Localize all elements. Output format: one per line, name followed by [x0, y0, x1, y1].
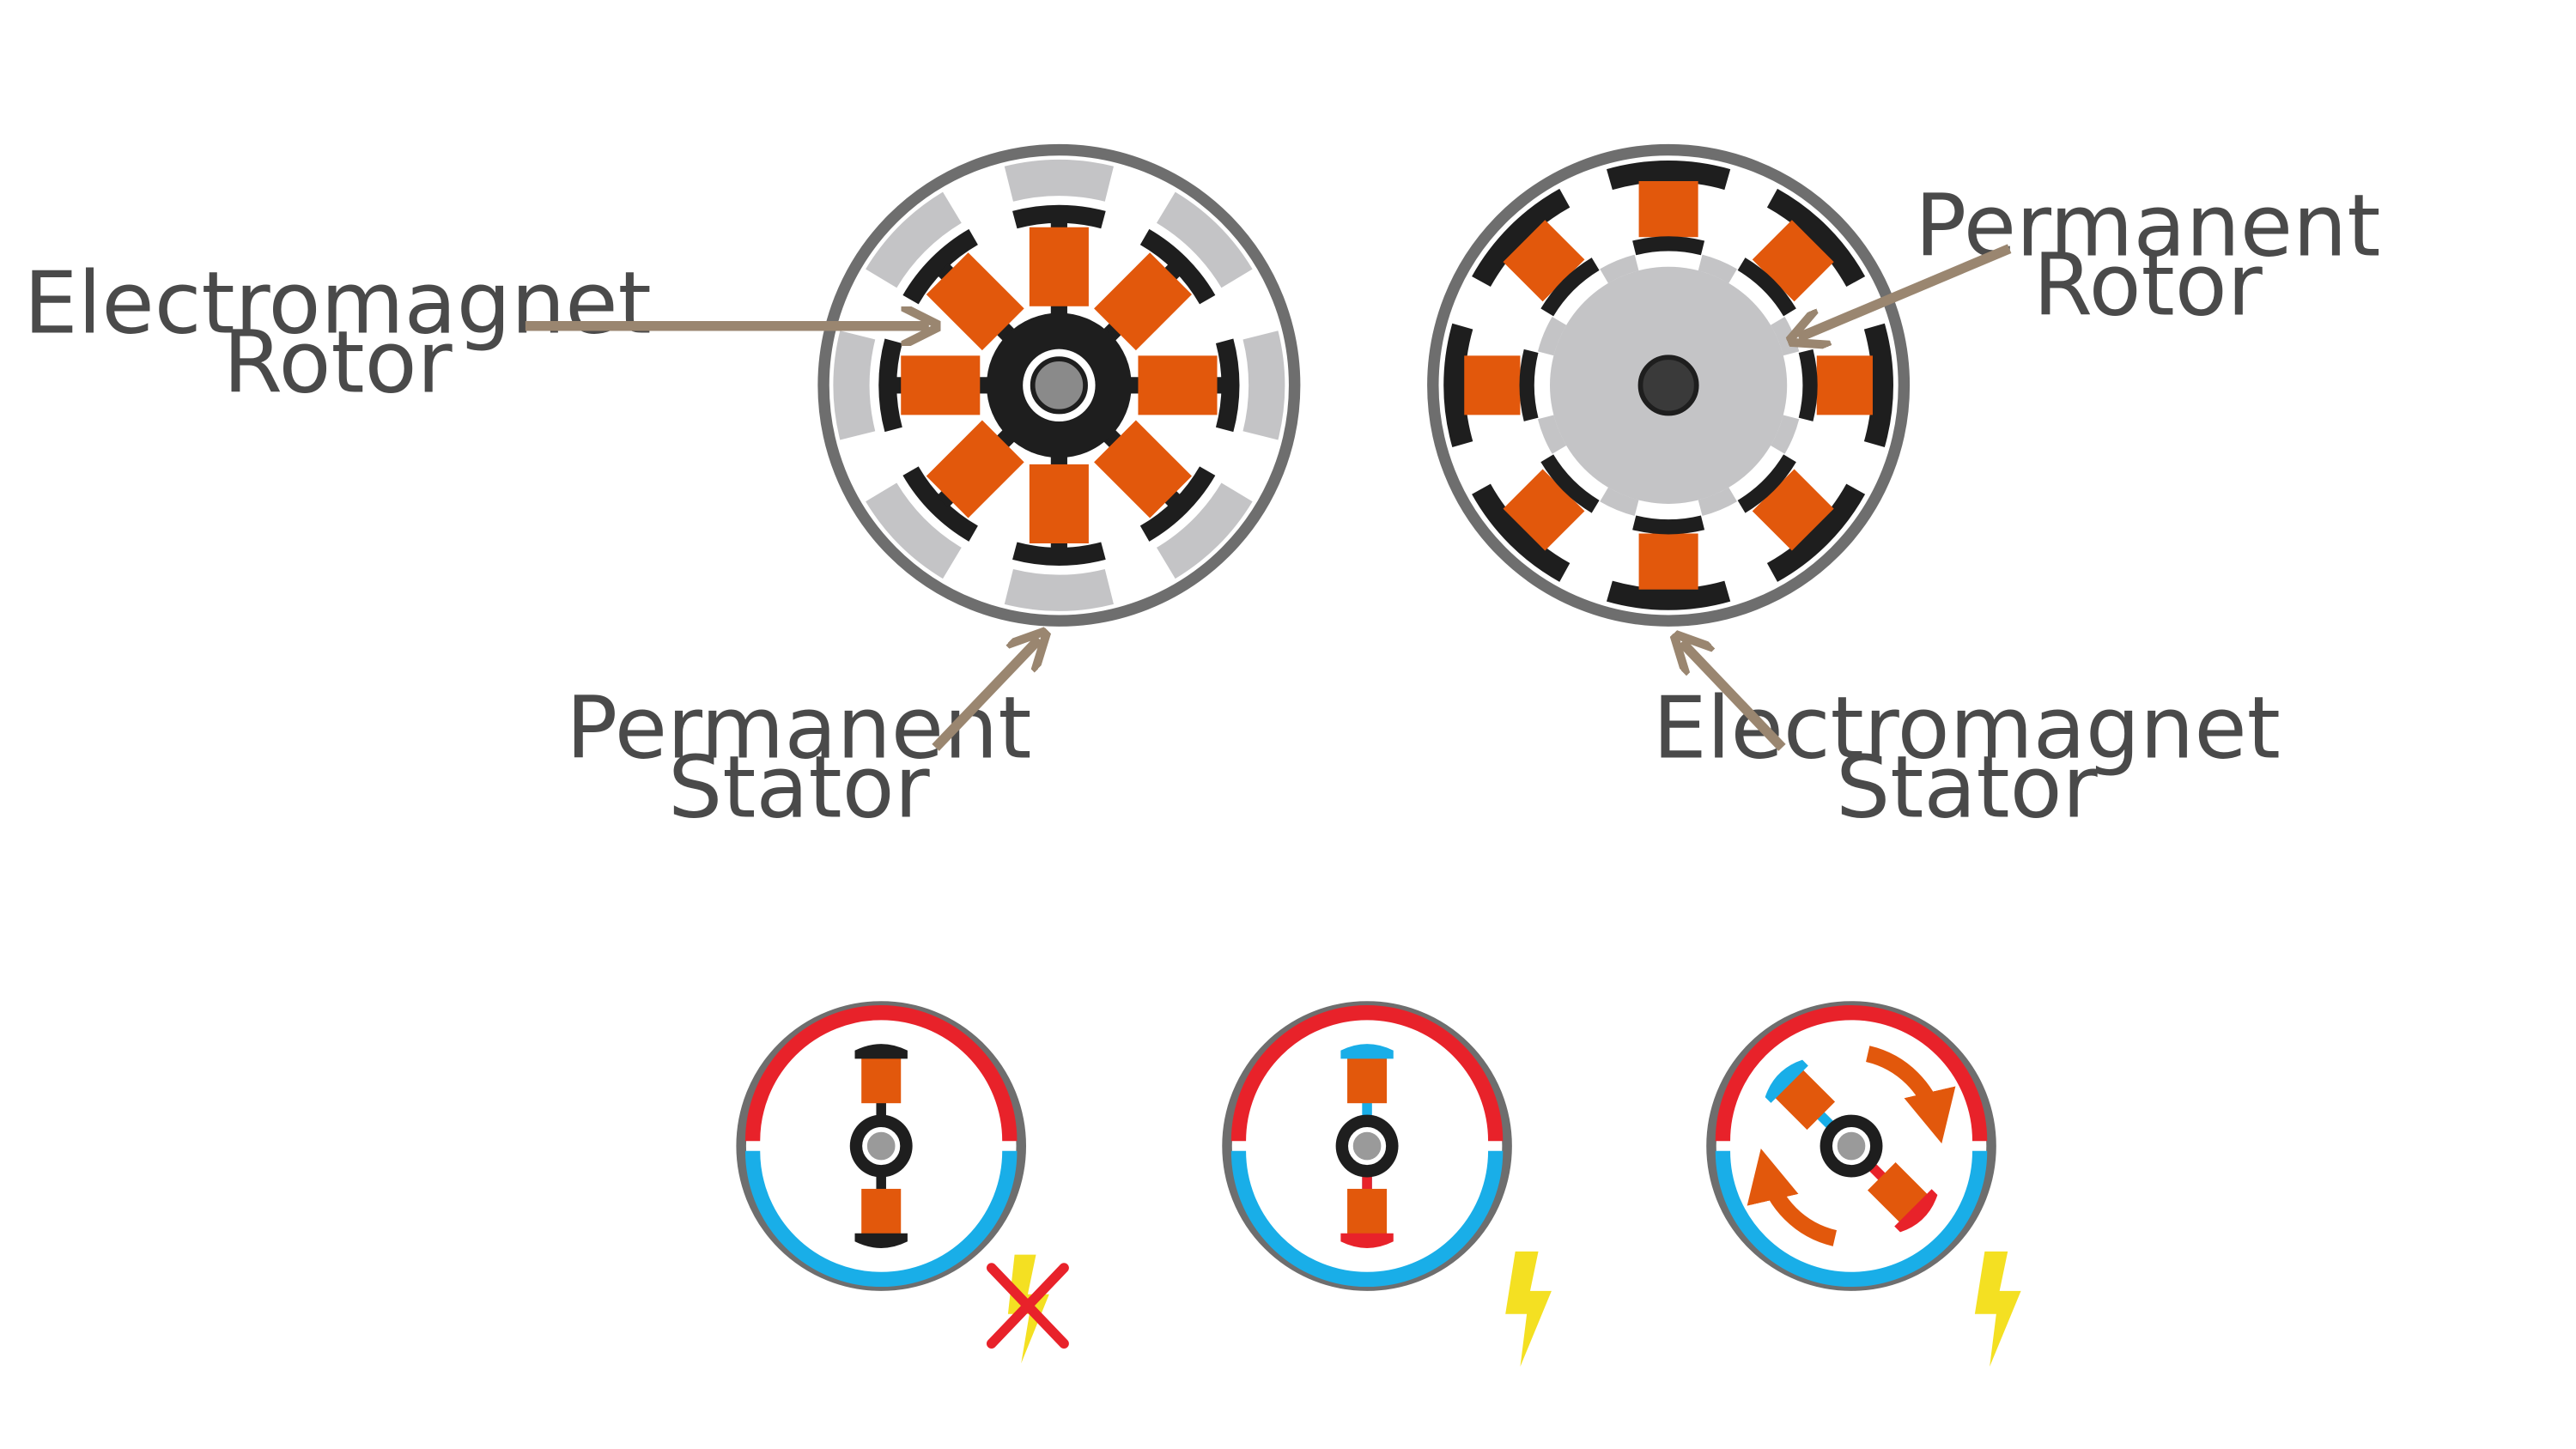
rotation-arrow-icon [1747, 1148, 1838, 1246]
rotor-pole-shoe [878, 338, 902, 433]
north-pole-magnet [1230, 1005, 1504, 1142]
rotor-pole-shoe [1139, 466, 1216, 542]
stator-coil [1752, 469, 1834, 551]
stator-coil [1638, 533, 1698, 590]
rotor-pole-shoe [902, 466, 979, 542]
rotor-bar [1335, 1044, 1399, 1248]
stator-back-iron [1443, 323, 1473, 447]
rotor-bar [849, 1044, 913, 1248]
rotor-tooth [1698, 487, 1737, 517]
label-permanent-stator: Permanent Stator [566, 639, 1039, 837]
lightning-icon [1505, 1251, 1552, 1367]
lightning-crossed-icon [986, 1254, 1069, 1364]
permanent-magnet-segment [1004, 568, 1114, 611]
motor-permanent-rotor [1427, 143, 1911, 627]
rotor-pole-shoe [1215, 338, 1240, 433]
stator-coil [1464, 355, 1521, 415]
label-line: Rotor [2033, 234, 2263, 335]
label-line: Stator [1836, 737, 2098, 837]
rotor-tooth [1698, 254, 1737, 284]
rotor-coil [926, 252, 1024, 351]
rotation-arrow-icon [1865, 1046, 1956, 1144]
stator-back-iron [1472, 188, 1571, 288]
label-electromagnet-rotor: Electromagnet Rotor [24, 252, 929, 413]
stator-pole-shoe [1540, 454, 1600, 513]
small-motor-no-power [736, 1001, 1069, 1364]
permanent-stator-magnets [833, 159, 1285, 611]
rotor-coil [1029, 464, 1089, 543]
rotor-coil [1094, 252, 1192, 351]
pointer-arrow [932, 639, 1040, 751]
rotor-pole-shoe [1012, 542, 1106, 566]
pointer-arrow [1681, 642, 1786, 751]
stator-coil [1752, 220, 1834, 302]
stator-back-iron [1766, 188, 1866, 288]
rotor-coil [901, 355, 981, 415]
label-permanent-rotor: Permanent Rotor [1799, 175, 2380, 338]
south-pole-magnet [1715, 1150, 1988, 1287]
small-motor-rotating [1706, 1001, 2021, 1367]
rotor-coil [1094, 420, 1192, 518]
stator-coil [1638, 181, 1698, 238]
north-pole-magnet [744, 1005, 1018, 1142]
stator-pole-shoe [1798, 349, 1818, 421]
electromagnet-stator-coils [1443, 161, 1893, 610]
rotor-tooth [1537, 415, 1567, 454]
stator-coil [1816, 355, 1873, 415]
rotor-tooth [1600, 487, 1639, 517]
stator-pole-shoe [1632, 515, 1705, 535]
shaft-icon [1832, 1126, 1871, 1166]
permanent-magnet-segment [1156, 482, 1253, 579]
shaft-icon [1637, 355, 1699, 416]
small-motor-powered [1222, 1001, 1552, 1367]
permanent-magnet-segment [866, 482, 963, 579]
stator-back-iron [1766, 483, 1866, 582]
label-line: Rotor [223, 312, 453, 413]
stator-back-iron [1472, 483, 1571, 582]
rotor-pole-shoe [902, 228, 979, 305]
rotor-tooth [1770, 415, 1800, 454]
rotor-tooth [1600, 254, 1639, 284]
label-electromagnet-stator: Electromagnet Stator [1653, 642, 2281, 837]
north-pole-magnet [1715, 1005, 1988, 1142]
rotor-pole-shoe [1139, 228, 1216, 305]
permanent-magnet-segment [1004, 159, 1114, 202]
rotor-coil [1029, 227, 1089, 306]
label-line: Electromagnet [24, 252, 652, 353]
rotor-coil [926, 420, 1024, 518]
rotor-coil [1138, 355, 1218, 415]
stator-coil [1503, 220, 1585, 302]
permanent-magnet-segment [866, 191, 963, 288]
stator-pole-shoe [1519, 349, 1539, 421]
stator-back-iron [1863, 323, 1893, 447]
permanent-magnet-segment [833, 330, 876, 440]
permanent-magnet-segment [1242, 330, 1285, 440]
stator-pole-shoe [1737, 258, 1796, 317]
south-pole-magnet [1230, 1150, 1504, 1287]
shaft-icon [1030, 356, 1088, 415]
stator-pole-shoe [1540, 258, 1600, 317]
stator-coil [1503, 469, 1585, 551]
stator-pole-shoe [1737, 454, 1796, 513]
south-pole-magnet [744, 1150, 1018, 1287]
label-line: Stator [668, 737, 930, 837]
stator-back-iron [1606, 161, 1731, 191]
pointer-arrow [1799, 244, 2012, 338]
rotor-pole-shoe [1012, 204, 1106, 229]
lightning-icon [1974, 1251, 2021, 1367]
permanent-magnet-segment [1156, 191, 1253, 288]
stator-back-iron [1606, 580, 1731, 610]
rotor-tooth [1537, 316, 1567, 356]
stator-pole-shoe [1632, 236, 1705, 256]
motor-electromagnet-rotor [817, 143, 1301, 627]
